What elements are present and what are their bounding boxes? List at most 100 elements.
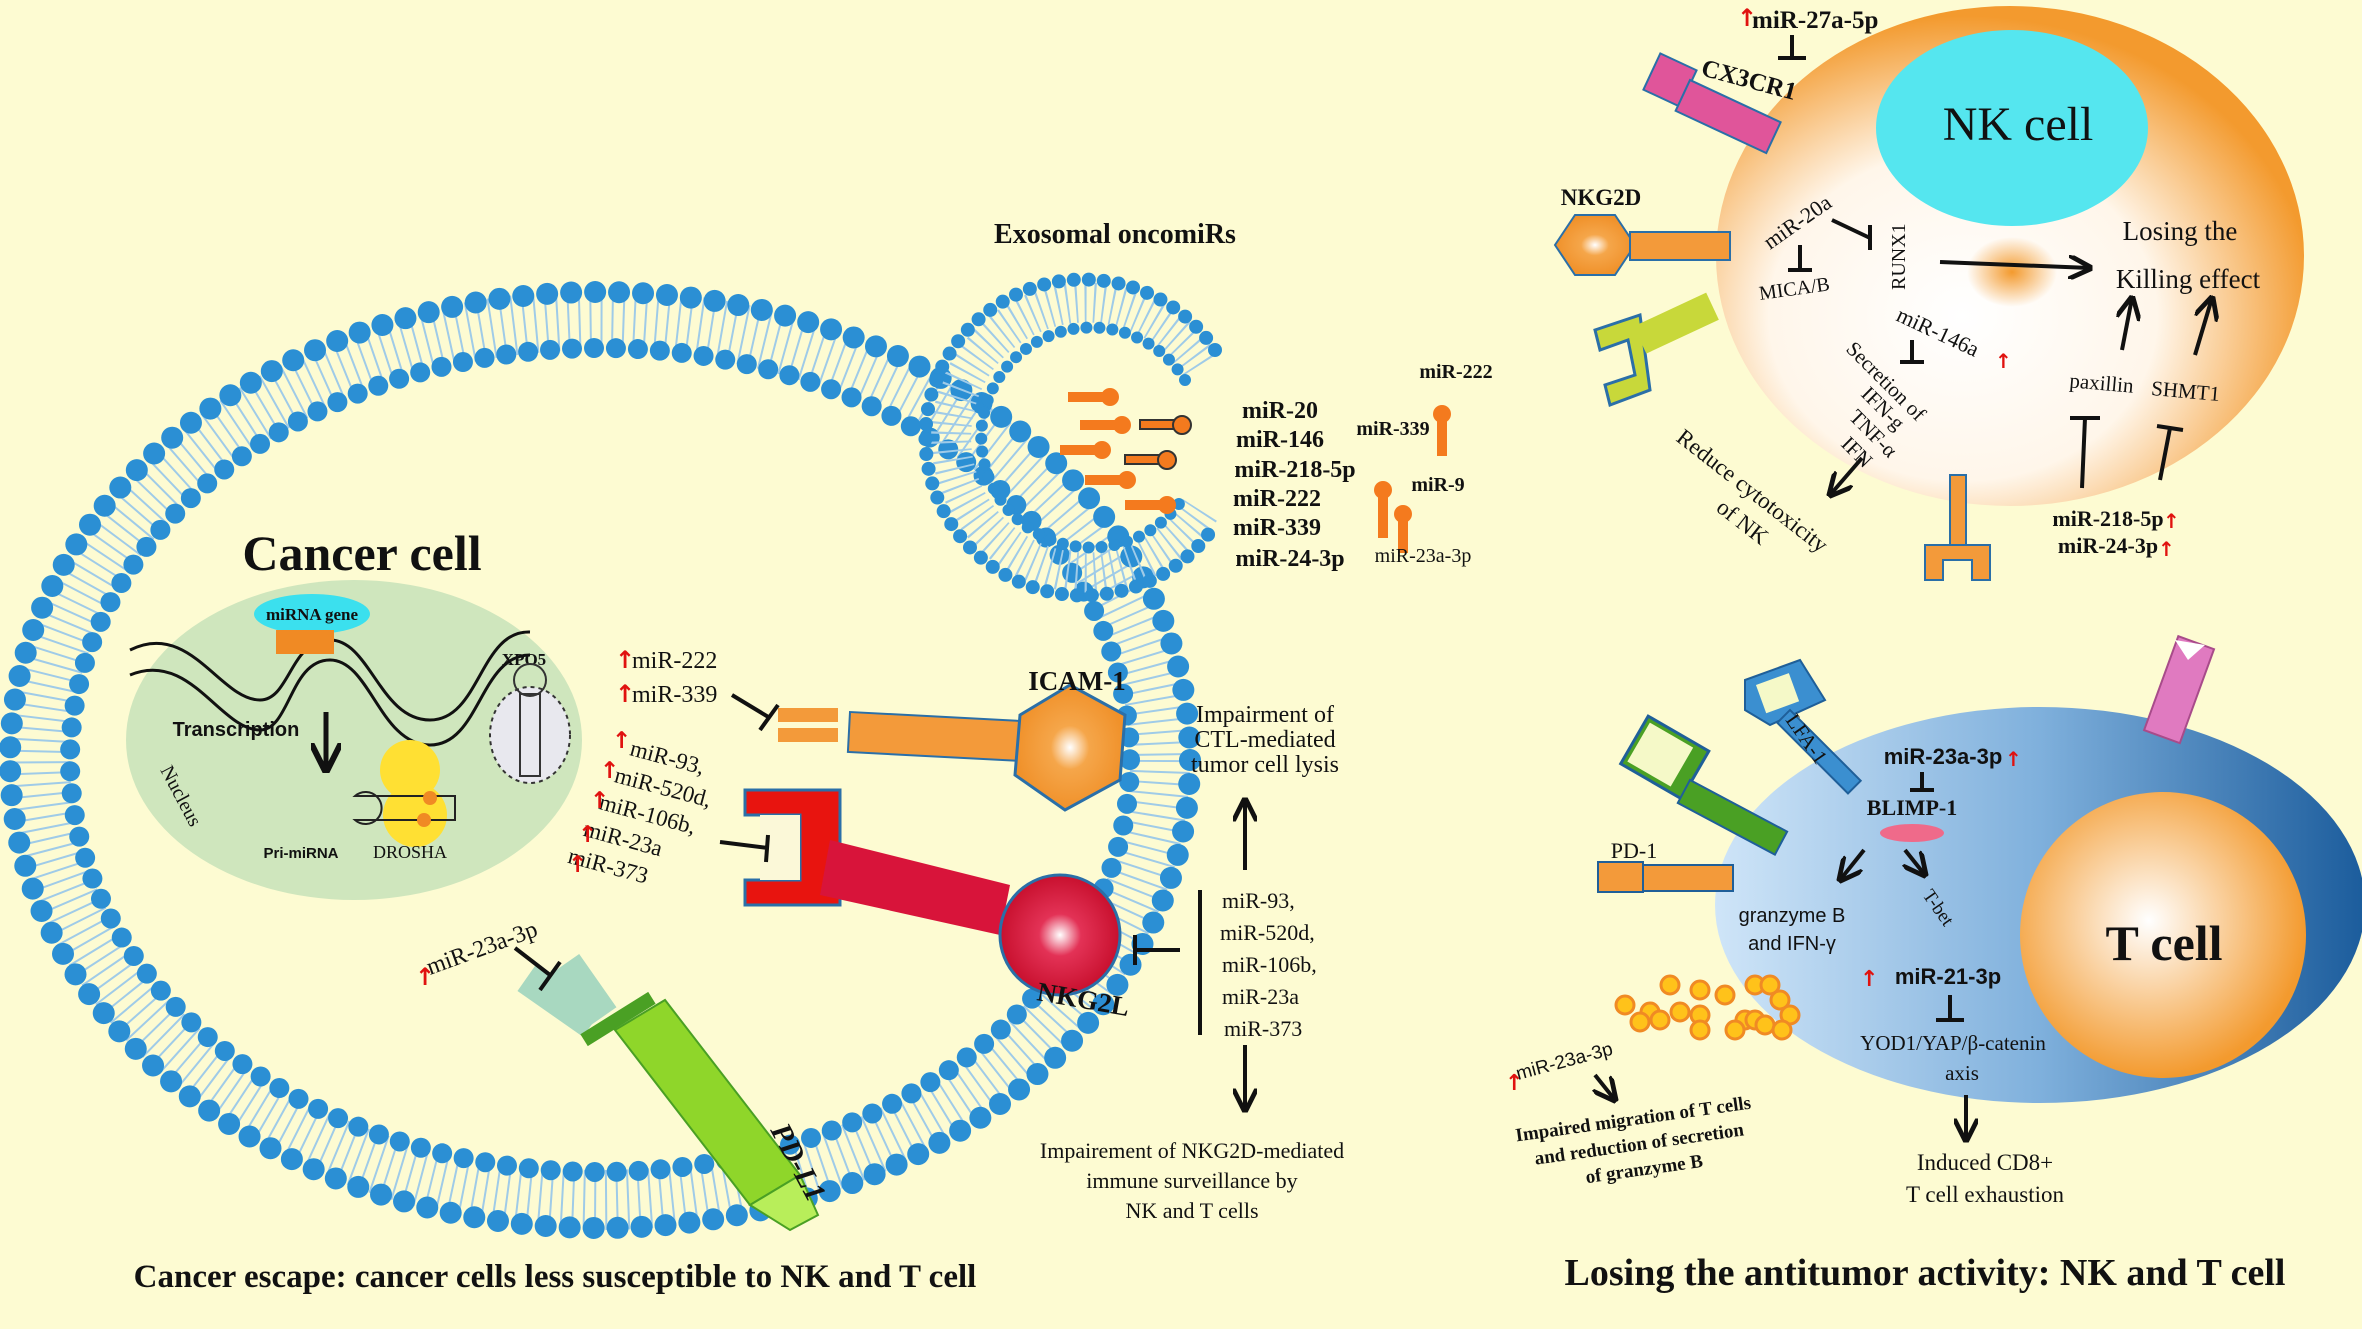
mirna-molecules [1060, 388, 1451, 553]
t-mir-23a-out-label: miR-23a-3p [1514, 1039, 1615, 1085]
drosha-complex [352, 740, 456, 847]
arrow-granzyme [1840, 848, 1866, 880]
transcription-label: Transcription [173, 719, 300, 741]
inhibition-line [2070, 416, 2100, 489]
mir-label: miR-218-5p [1234, 457, 1355, 483]
yod-line-1: YOD1/YAP/β-catenin [1860, 1031, 2046, 1055]
mir-label: miR-106b, [1222, 952, 1317, 977]
inhibition-line [1778, 35, 1806, 60]
outcome-line: NK and T cells [1126, 1198, 1259, 1223]
icam-1-receptor [778, 683, 1127, 812]
nkg2l-receptor [743, 788, 1122, 997]
t-cell-nucleus [2020, 792, 2306, 1078]
nkg2l-inhibitor-list-inner: miR-93, miR-520d, miR-106b, miR-23a miR-… [565, 728, 714, 888]
yod-line-2: axis [1945, 1061, 1979, 1085]
outcome-line: immune surveillance by [1086, 1168, 1297, 1193]
pink-receptor [2142, 634, 2216, 745]
t-panel-caption: Losing the antitumor activity: NK and T … [1565, 1252, 2286, 1294]
exhaustion-line-2: T cell exhaustion [1906, 1182, 2064, 1207]
outcome-line: tumor cell lysis [1191, 752, 1339, 778]
blimp-1-label: BLIMP-1 [1867, 795, 1957, 820]
mir-label: miR-23a [1222, 984, 1299, 1009]
xpo5-complex [489, 663, 571, 784]
mir-label: miR-339 [1233, 515, 1321, 541]
mir-label: miR-339 [632, 682, 717, 708]
outcome-line: Impairment of [1196, 702, 1334, 728]
nk-bottom-mir-2: miR-24-3p [2058, 533, 2158, 558]
nk-cell-nucleus [1876, 30, 2148, 226]
mir-label: miR-339 [1356, 418, 1429, 440]
cancer-cell-title: Cancer cell [242, 525, 481, 581]
up-arrow-icon: ↑ [1737, 4, 1757, 32]
lfa-1-receptor [1744, 658, 1863, 795]
up-arrow-icon: ↑ [615, 680, 635, 708]
paxillin-label: paxillin [2069, 368, 2136, 398]
exosome-inner-list: miR-20 miR-146 miR-218-5p miR-222 miR-33… [1233, 398, 1356, 572]
mir-label: miR-23a-3p [1375, 545, 1472, 567]
arrow-reduce [1830, 456, 1864, 495]
drosha-label: DROSHA [373, 842, 447, 862]
cx3cr1-receptor [1642, 52, 1782, 155]
runx1-label: RUNX1 [1888, 223, 1910, 290]
up-arrow-icon: ↑ [1505, 1071, 1523, 1096]
pdl1-inhibitor-label: miR-23a-3p [423, 917, 541, 981]
pd-1-label: PD-1 [1611, 838, 1657, 863]
inhibition-line [719, 834, 770, 863]
nk-cell-spot [1967, 237, 2057, 307]
exosome-title: Exosomal oncomiRs [994, 219, 1236, 250]
pri-mirna-label: Pri-miRNA [263, 845, 338, 862]
mir-label: miR-24-3p [1235, 546, 1344, 572]
nk-receptor-yellow [1593, 292, 1719, 407]
t-mir-23a-label: miR-23a-3p [1884, 744, 2003, 769]
inhibition-line [1900, 340, 1924, 364]
shmt1-label: SHMT1 [2150, 376, 2221, 406]
t-cell-title: T cell [2105, 915, 2222, 971]
nk-receptor-bottom [1924, 474, 1991, 581]
mir-label: miR-93, [1222, 888, 1295, 913]
pd-1-receptor [1597, 861, 1734, 893]
arrow-tbet [1905, 848, 1925, 875]
mir-label: miR-222 [632, 648, 717, 674]
nkg2d-outcome-text: Impairement of NKG2D-mediated immune sur… [1040, 1138, 1344, 1223]
mir-label: miR-146 [1236, 427, 1324, 453]
lfa-1-label: LFA-1 [1781, 709, 1833, 768]
granzyme-granules [1614, 974, 1801, 1041]
gene-block [276, 630, 334, 654]
up-arrow-icon: ↑ [600, 758, 619, 784]
pd-l1-receptor [517, 953, 820, 1232]
mir-27a-label: miR-27a-5p [1752, 7, 1878, 34]
up-arrow-icon: ↑ [2163, 509, 2180, 533]
inhibition-line [1788, 245, 1812, 272]
inhibition-line [1133, 935, 1180, 965]
mirna-gene-oval [254, 594, 370, 634]
icam-inhibitor-list: ↑ miR-222 ↑ miR-339 [615, 646, 717, 708]
green-receptor [1618, 714, 1789, 856]
granzyme-line-2: and IFN-γ [1748, 933, 1836, 955]
exhaustion-line-1: Induced CD8+ [1917, 1150, 2053, 1175]
outcome-line: Impairement of NKG2D-mediated [1040, 1138, 1344, 1163]
outcome-line: CTL-mediated [1194, 727, 1335, 753]
nk-cell-title: NK cell [1943, 98, 2094, 151]
nucleus [126, 580, 582, 900]
up-arrow-icon: ↑ [2005, 747, 2022, 771]
up-arrow-icon: ↑ [1860, 967, 1878, 992]
inhibition-line [2156, 424, 2184, 481]
mir-label: miR-520d, [1220, 920, 1315, 945]
up-arrow-icon: ↑ [615, 646, 635, 674]
nk-bottom-mir-1: miR-218-5p [2052, 506, 2163, 531]
mir-label: miR-373 [1224, 1016, 1302, 1041]
granzyme-line-1: granzyme B [1739, 905, 1846, 927]
up-arrow-icon: ↑ [590, 788, 609, 814]
up-arrow-icon: ↑ [568, 852, 587, 878]
nkg2d-receptor [1553, 214, 1731, 276]
nkg2d-label: NKG2D [1561, 185, 1642, 210]
migration-text: Impaired migration of T cells and reduct… [1514, 1093, 1752, 1189]
arrow-paxillin [2122, 298, 2132, 351]
up-arrow-icon: ↑ [415, 963, 435, 991]
up-arrow-icon: ↑ [2158, 537, 2175, 561]
arrow-migration [1595, 1073, 1615, 1100]
up-arrow-icon: ↑ [578, 822, 597, 848]
mir-label: miR-20 [1242, 398, 1318, 424]
